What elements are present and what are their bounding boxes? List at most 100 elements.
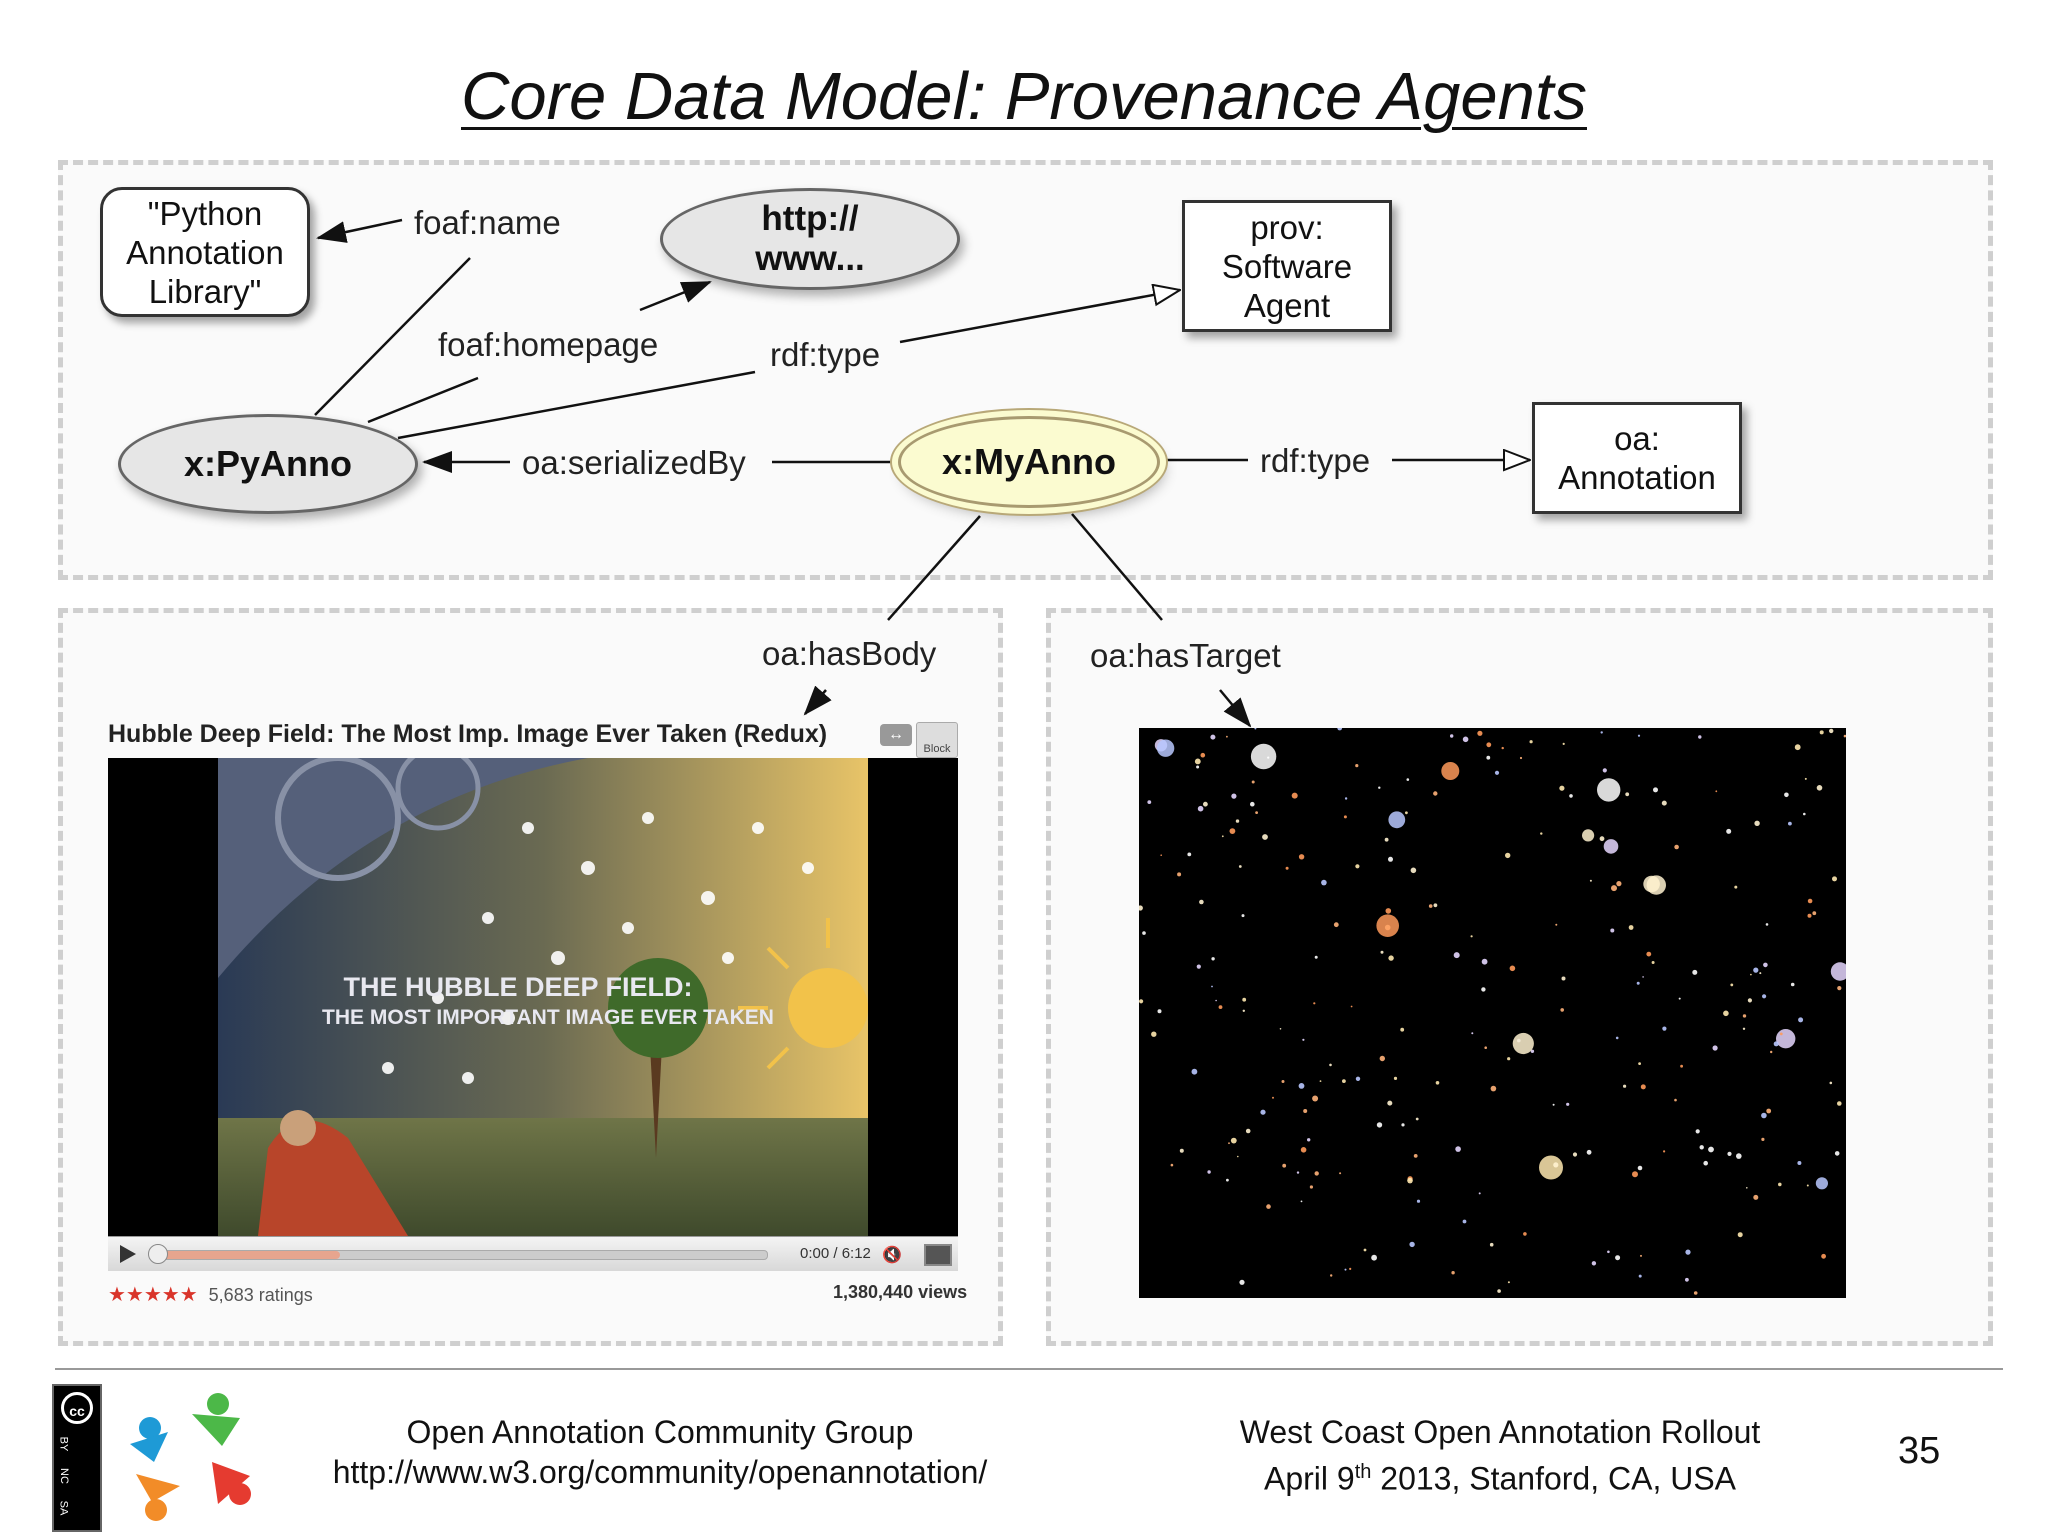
galaxy <box>1530 1049 1535 1053</box>
galaxy <box>1177 872 1182 877</box>
galaxy <box>1699 1145 1704 1150</box>
galaxy <box>1298 1083 1305 1089</box>
galaxy <box>1637 734 1641 737</box>
volume-mute-icon[interactable]: 🔇 <box>882 1247 902 1264</box>
galaxy <box>1339 1172 1342 1175</box>
galaxy <box>1433 791 1438 796</box>
galaxy <box>1640 1084 1646 1090</box>
galaxy <box>1400 1027 1405 1032</box>
galaxy <box>1481 987 1486 992</box>
galaxy <box>1597 778 1621 802</box>
hubble-deep-field-image <box>1139 728 1846 1298</box>
galaxy <box>1730 983 1734 987</box>
video-frame-art: THE HUBBLE DEEP FIELD: THE MOST IMPORTAN… <box>108 758 958 1236</box>
galaxy <box>1586 1149 1592 1155</box>
galaxy <box>1637 1165 1643 1171</box>
galaxy <box>1207 1170 1211 1174</box>
galaxy <box>1819 730 1824 735</box>
galaxy <box>1285 866 1289 870</box>
video-scrubber-handle[interactable] <box>148 1244 168 1264</box>
galaxy <box>1754 820 1760 826</box>
footer-date-sup: th <box>1354 1461 1372 1483</box>
galaxy <box>1736 1153 1742 1159</box>
galaxy <box>1242 997 1247 1002</box>
galaxy <box>1409 1241 1415 1248</box>
video-title[interactable]: Hubble Deep Field: The Most Imp. Image E… <box>108 720 828 748</box>
galaxy <box>1761 1112 1767 1119</box>
galaxy <box>1251 780 1255 784</box>
galaxy <box>1708 1146 1714 1153</box>
galaxy <box>1685 1277 1689 1282</box>
footer-date-post: 2013, Stanford, CA, USA <box>1371 1460 1737 1497</box>
galaxy <box>1157 1009 1162 1014</box>
galaxy <box>1433 903 1438 908</box>
galaxy <box>1643 875 1660 893</box>
node-annotation-text: oa: Annotation <box>1558 420 1716 496</box>
galaxy <box>1300 1147 1307 1153</box>
galaxy <box>1139 905 1143 911</box>
fullscreen-icon[interactable] <box>924 1244 952 1266</box>
galaxy <box>1309 1185 1313 1189</box>
galaxy <box>1303 1109 1308 1113</box>
galaxy <box>1211 957 1215 961</box>
galaxy <box>1497 1289 1501 1293</box>
galaxy <box>1638 1274 1642 1278</box>
galaxy <box>1415 1117 1419 1121</box>
video-player[interactable]: THE HUBBLE DEEP FIELD: THE MOST IMPORTAN… <box>108 758 958 1236</box>
galaxy <box>1250 801 1255 807</box>
galaxy <box>1753 1194 1759 1200</box>
galaxy <box>1703 1160 1708 1166</box>
galaxy <box>1142 931 1146 935</box>
galaxy <box>1507 1281 1510 1284</box>
edge-hastarget-b <box>1219 689 1252 728</box>
galaxy <box>1804 777 1807 780</box>
galaxy <box>1628 925 1634 930</box>
galaxy <box>1298 854 1305 860</box>
galaxy <box>1788 821 1792 826</box>
galaxy <box>1779 1032 1783 1036</box>
galaxy <box>1393 1076 1398 1080</box>
galaxy <box>1267 756 1270 759</box>
galaxy <box>1815 1177 1828 1190</box>
galaxy <box>1685 1249 1691 1255</box>
video-share-icon[interactable]: ↔ <box>880 724 912 746</box>
label-rdf-type-2: rdf:type <box>1256 442 1375 480</box>
video-block-button[interactable]: Block <box>916 722 958 758</box>
galaxy <box>1241 914 1245 918</box>
galaxy <box>1561 976 1566 981</box>
galaxy <box>1603 839 1619 854</box>
galaxy <box>1726 828 1732 834</box>
galaxy <box>1333 922 1339 928</box>
footer-event: West Coast Open Annotation Rollout April… <box>1170 1412 1830 1499</box>
galaxy <box>1807 898 1813 904</box>
galaxy <box>1196 765 1200 769</box>
galaxy <box>1282 1163 1287 1168</box>
galaxy <box>1319 1080 1322 1082</box>
node-annotation: oa: Annotation <box>1532 402 1742 514</box>
galaxy <box>1349 1267 1352 1270</box>
galaxy <box>1151 1031 1157 1037</box>
galaxy <box>1481 958 1488 965</box>
video-progress-track[interactable] <box>156 1250 768 1260</box>
galaxy <box>1680 1064 1683 1068</box>
galaxy <box>1343 815 1347 819</box>
galaxy <box>1314 1171 1319 1176</box>
galaxy <box>1484 1046 1487 1049</box>
galaxy <box>1489 1242 1494 1247</box>
label-rdf-type-1: rdf:type <box>766 336 885 374</box>
galaxy <box>1591 1261 1597 1266</box>
galaxy <box>1552 1103 1555 1106</box>
play-icon[interactable] <box>120 1245 136 1263</box>
galaxy <box>1147 800 1152 804</box>
galaxy <box>1378 786 1381 789</box>
footer-group-url[interactable]: http://www.w3.org/community/openannotati… <box>332 1454 988 1490</box>
label-foaf-name: foaf:name <box>410 204 565 242</box>
galaxy <box>1569 794 1573 798</box>
galaxy <box>1237 1155 1239 1158</box>
galaxy <box>1773 1041 1779 1047</box>
galaxy <box>1406 778 1410 781</box>
galaxy <box>1455 1146 1461 1152</box>
galaxy <box>1387 1100 1393 1106</box>
edge-hastarget-a <box>1071 513 1163 621</box>
galaxy <box>1638 1062 1641 1065</box>
